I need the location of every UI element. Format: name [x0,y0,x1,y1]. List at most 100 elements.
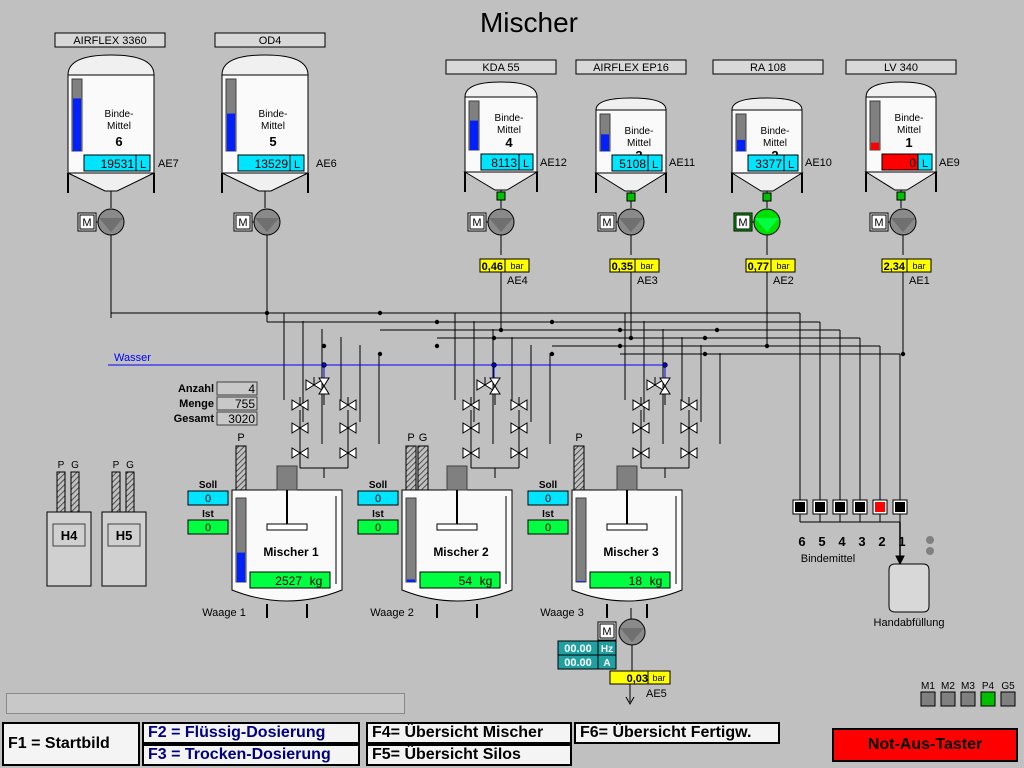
pump-4[interactable]: M [467,208,515,236]
motor-status-indicator[interactable] [980,691,996,707]
silo-unit-box [518,153,534,171]
pump-3[interactable]: M [597,208,645,236]
pressure-unit: bar [640,261,653,271]
dosing-valve[interactable] [462,445,480,459]
drain-pressure-ae-tag: AE5 [646,688,667,700]
mixer-agitator-motor [276,465,298,491]
hopper-name: H4 [61,528,78,543]
f5-uebersicht-silos-button[interactable]: F5= Übersicht Silos [366,744,572,766]
water-valve[interactable] [489,377,501,395]
not-aus-taster-button[interactable]: Not-Aus-Taster [832,728,1018,762]
pressure-ae-tag: AE4 [507,275,528,287]
mixer-soll-box [187,490,229,506]
motor-status-indicator[interactable] [940,691,956,707]
valve-half [680,422,690,434]
valve-half [632,422,642,434]
silo-label: KDA 55 [482,62,519,74]
pipe-junction [498,327,504,333]
silo-volume-value: 3377 [755,157,782,171]
pressure-unit-box [906,258,932,273]
dosing-valve[interactable] [339,397,357,411]
f1-startbild-button[interactable]: F1 = Startbild [2,722,140,766]
dosing-valve[interactable] [510,445,528,459]
dosing-valve[interactable] [646,377,664,391]
mixer-weight-box [589,571,671,589]
mixer-filter-pipe [573,445,585,491]
drain-pressure-value: 0,03 [627,673,648,685]
pipe-junction [617,343,623,349]
mixer-ist-box [527,519,569,535]
valve-half [518,422,528,434]
dosing-valve[interactable] [291,445,309,459]
motor-status-label: M1 [921,681,935,692]
dosing-valve[interactable] [305,377,323,391]
motor-status-indicator[interactable] [1000,691,1016,707]
dosing-valve[interactable] [476,377,494,391]
hopper-filter-pipe [125,471,135,513]
batch-anzahl-box [216,381,258,396]
dosing-valve[interactable] [632,445,650,459]
motor-status-indicator[interactable] [920,691,936,707]
batch-menge-value: 755 [235,397,255,411]
dosing-valve[interactable] [632,420,650,434]
f4-uebersicht-mischer-button[interactable]: F4= Übersicht Mischer [366,722,572,744]
handabfuellung-container[interactable]: Handabfüllung [874,563,945,629]
mixer-ist-value: 0 [375,522,381,534]
dosing-valve[interactable] [680,420,698,434]
f6-uebersicht-fertigw-button[interactable]: F6= Übersicht Fertigw. [574,722,780,744]
dosing-valve[interactable] [291,420,309,434]
water-valve[interactable] [659,377,671,395]
valve-half [318,377,330,387]
silo-text-line1: Binde- [625,126,654,137]
pump-1[interactable]: M [869,208,917,236]
dosing-valve[interactable] [291,397,309,411]
pressure-unit-box [504,258,530,273]
dosing-valve[interactable] [339,445,357,459]
valve-half [646,379,656,391]
pipe-junction [549,351,555,357]
dosing-valve[interactable] [680,445,698,459]
pump-6[interactable]: M [77,208,125,236]
dosing-valve[interactable] [680,397,698,411]
silo-unit-box [135,154,151,172]
drain-pressure-unit-box [647,670,671,685]
f3-trocken-dosierung-button[interactable]: F3 = Trocken-Dosierung [142,744,360,766]
valve-half [518,447,528,459]
dosing-valve[interactable] [510,420,528,434]
dosing-valve[interactable] [510,397,528,411]
water-valve[interactable] [318,377,330,395]
dosing-valve[interactable] [462,420,480,434]
pressure-unit-box [634,258,660,273]
dosing-valve[interactable] [339,420,357,434]
motor-label: M [602,217,611,229]
valve-half [688,422,698,434]
bindemittel-label: Bindemittel [801,553,855,565]
pump-2[interactable]: M [733,208,781,236]
pressure-ae-tag: AE2 [773,275,794,287]
dosing-valve[interactable] [462,397,480,411]
valve-half [640,447,650,459]
motor-status-indicator[interactable] [960,691,976,707]
f2-fluessig-dosierung-button[interactable]: F2 = Flüssig-Dosierung [142,722,360,744]
mixer-weight-value: 2527 [275,574,302,588]
dosing-valve[interactable] [632,397,650,411]
motor-label: M [82,217,91,229]
mixer-scale-label: Waage 1 [202,607,246,619]
bindemittel-selector-indicator [895,502,905,512]
valve-half [489,385,501,395]
pump-5[interactable]: M [233,208,281,236]
silo-label: RA 108 [750,62,786,74]
pipe-junction [434,343,440,349]
pump-impeller-icon [255,218,279,232]
pump-impeller-icon [99,218,123,232]
valve-half [518,399,528,411]
pipe-junction [714,327,720,333]
